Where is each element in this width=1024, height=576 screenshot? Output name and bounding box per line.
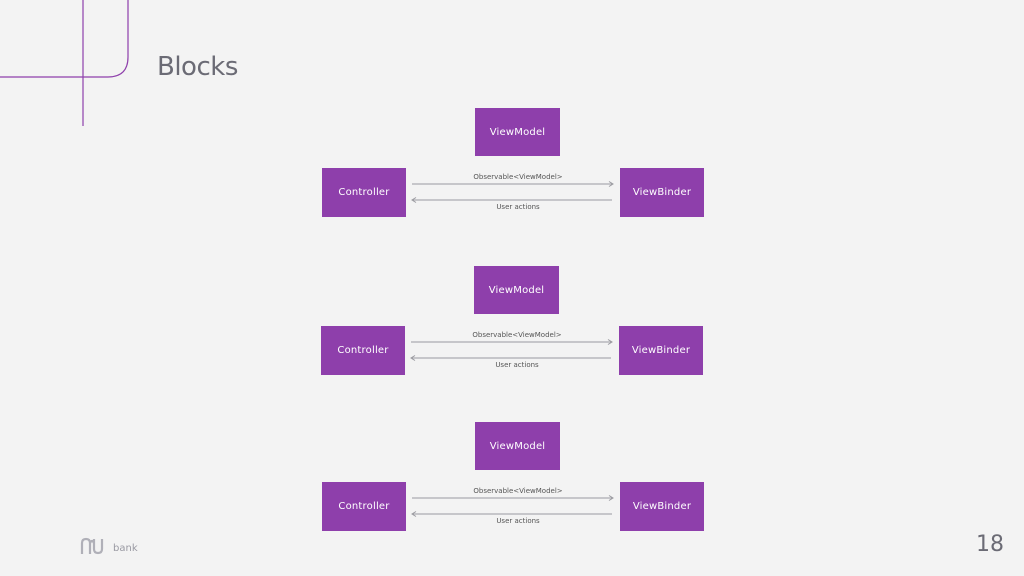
forward-arrow — [412, 495, 614, 501]
forward-label: Observable<ViewModel> — [473, 173, 563, 181]
controller-block: Controller — [322, 482, 406, 531]
page-number: 18 — [976, 532, 1004, 557]
viewmodel-block: ViewModel — [475, 422, 560, 470]
controller-block: Controller — [322, 168, 406, 217]
forward-arrow — [412, 181, 614, 187]
controller-block: Controller — [321, 326, 405, 375]
logo-text: bank — [113, 543, 138, 554]
back-arrow — [411, 197, 612, 203]
viewbinder-block: ViewBinder — [619, 326, 703, 375]
viewbinder-block: ViewBinder — [620, 168, 704, 217]
back-label: User actions — [496, 203, 540, 211]
forward-arrow — [411, 339, 613, 345]
back-label: User actions — [495, 361, 539, 369]
viewmodel-block: ViewModel — [474, 266, 559, 314]
slide-title: Blocks — [157, 52, 238, 82]
back-label: User actions — [496, 517, 540, 525]
forward-label: Observable<ViewModel> — [472, 331, 562, 339]
forward-label: Observable<ViewModel> — [473, 487, 563, 495]
corner-decoration — [0, 0, 129, 126]
viewmodel-block: ViewModel — [475, 108, 560, 156]
back-arrow — [411, 511, 612, 517]
nu-logo-icon — [80, 537, 104, 555]
viewbinder-block: ViewBinder — [620, 482, 704, 531]
back-arrow — [410, 355, 611, 361]
nubank-logo: bank — [80, 537, 138, 555]
